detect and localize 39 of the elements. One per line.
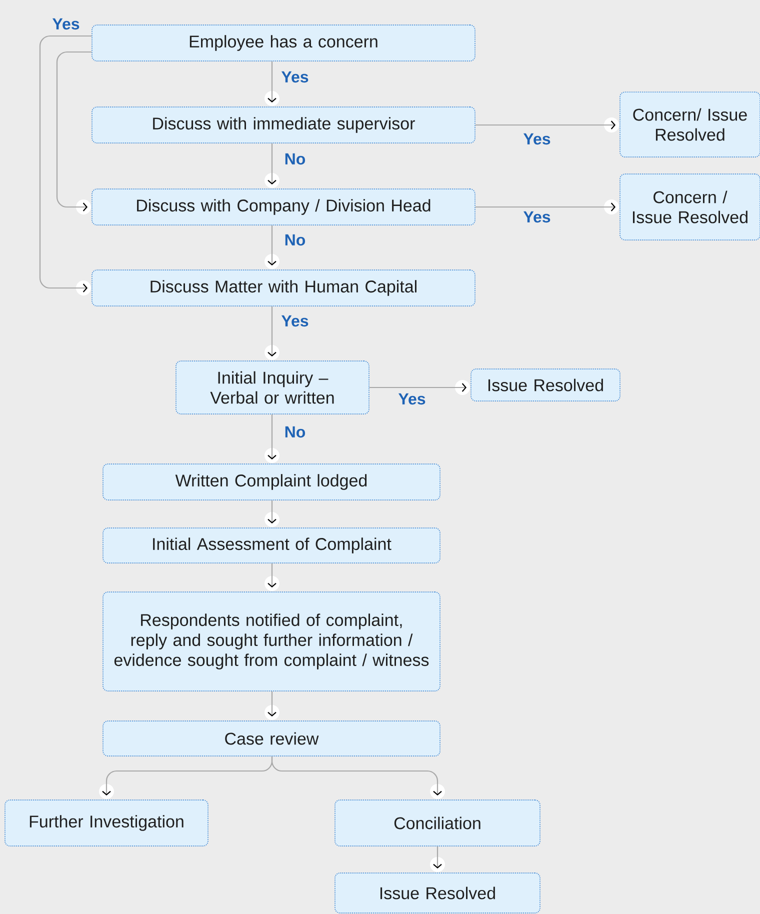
- outcome-box: Issue Resolved: [470, 368, 620, 402]
- connector-arrow: [264, 143, 280, 188]
- edge-label: No: [285, 234, 306, 246]
- process-box: Discuss Matter with Human Capital: [92, 270, 476, 306]
- connector-arrow: [264, 225, 280, 269]
- process-box: Discuss with immediate supervisor: [92, 106, 476, 144]
- process-box: Respondents notified of complaint, reply and sought further information / evidence sought from complaint / witness: [102, 592, 440, 692]
- edge-label: Yes: [281, 315, 308, 327]
- outcome-box: Further Investigation: [4, 800, 208, 846]
- process-box: Initial Inquiry – Verbal or written: [176, 360, 370, 414]
- connector-arrow: [475, 118, 619, 132]
- connector-arrow: [56, 51, 92, 214]
- edge-label: No: [285, 153, 306, 165]
- outcome-box: Issue Resolved: [334, 872, 540, 914]
- edge-label: Yes: [52, 18, 80, 30]
- connector-arrow: [264, 691, 280, 720]
- edge-label: Yes: [398, 393, 426, 405]
- process-box: Conciliation: [334, 800, 540, 846]
- outcome-box: Concern / Issue Resolved: [620, 174, 760, 240]
- connector-arrow: [264, 500, 280, 527]
- connector-arrow: [264, 306, 280, 360]
- process-box: Initial Assessment of Complaint: [102, 528, 440, 564]
- connector-arrow: [264, 414, 280, 463]
- edge-label: No: [285, 426, 306, 438]
- outcome-box: Concern/ Issue Resolved: [620, 92, 760, 158]
- edge-label: Yes: [281, 71, 308, 83]
- process-box: Employee has a concern: [92, 24, 476, 62]
- connector-arrow: [264, 563, 280, 591]
- connector-arrow: [264, 61, 280, 106]
- connector-arrow: [430, 846, 445, 872]
- process-box: Case review: [102, 720, 440, 756]
- process-box: Written Complaint lodged: [102, 464, 440, 500]
- connector-arrow: [39, 35, 92, 296]
- edge-label: Yes: [523, 133, 550, 145]
- edge-label: Yes: [523, 211, 550, 223]
- process-box: Discuss with Company / Division Head: [92, 188, 476, 226]
- connector-arrow: [475, 200, 619, 214]
- connector-arrow: [369, 380, 470, 395]
- connector-arrow: [271, 756, 445, 799]
